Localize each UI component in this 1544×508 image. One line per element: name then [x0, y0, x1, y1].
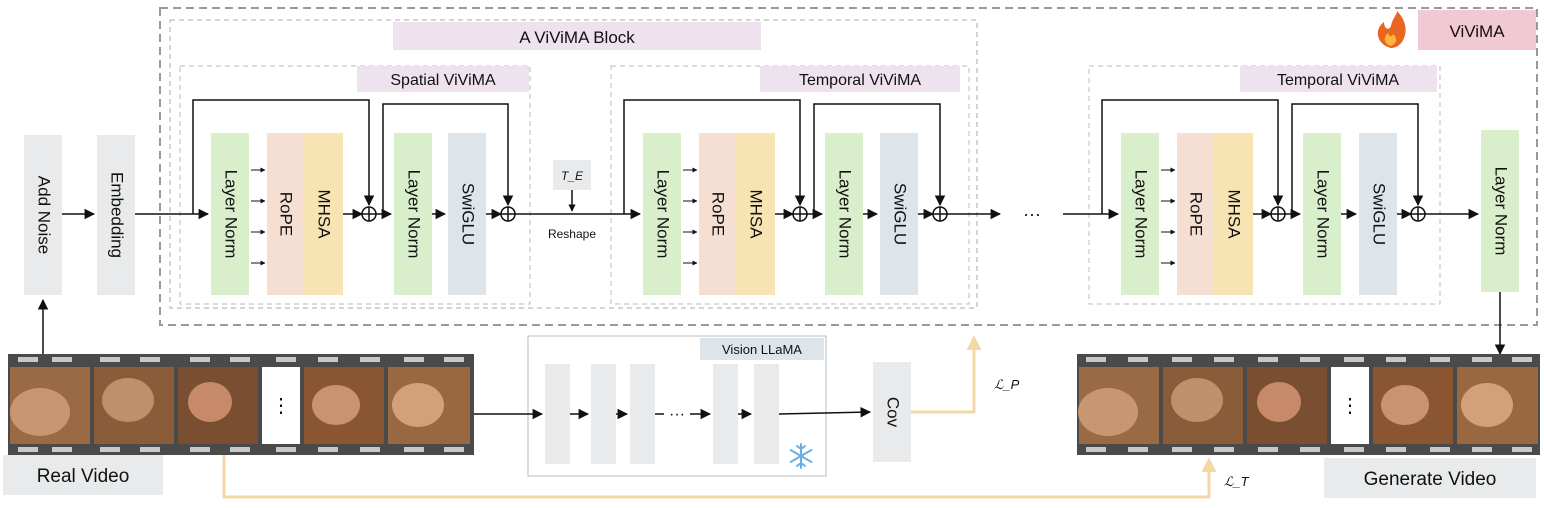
block-title: A ViViMA Block [519, 28, 635, 47]
loss-p-label: ℒ_P [994, 377, 1020, 392]
temporal2-rope-label: RoPE [1187, 192, 1206, 236]
real-video-filmstrip: ⋮ [8, 354, 474, 455]
temporal1-title: Temporal ViViMA [799, 72, 921, 89]
real-video-label: Real Video [37, 466, 130, 487]
cov-label: Cov [884, 397, 903, 428]
embedding-box [97, 135, 135, 295]
vision-llama-arrows [474, 406, 872, 420]
final-layer-norm [1481, 130, 1519, 292]
vision-llama-title-box [700, 338, 824, 360]
add-node-3 [792, 206, 808, 222]
blocks-ellipsis: ··· [1023, 204, 1041, 224]
add-node-2 [500, 206, 516, 222]
cov-box [873, 362, 911, 462]
temporal1-layer-norm-1-label: Layer Norm [654, 170, 673, 259]
add-noise-box [24, 135, 62, 295]
spatial-layer-norm-1 [211, 133, 249, 295]
spatial-layer-norm-2 [394, 133, 432, 295]
generate-video-filmstrip: ⋮ [1077, 354, 1540, 455]
add-node-5 [1270, 206, 1286, 222]
temporal2-rope [1177, 133, 1214, 295]
temporal1-title-box [760, 66, 960, 92]
te-box [553, 160, 591, 190]
temporal1-layer-norm-2-label: Layer Norm [836, 170, 855, 259]
loss-t-label: ℒ_T [1224, 474, 1250, 489]
temporal2-mhsa-label: MHSA [1225, 189, 1244, 239]
spatial-small-arrows [251, 167, 266, 266]
spatial-frame [179, 65, 531, 305]
reshape-label: Reshape [548, 227, 596, 241]
add-nodes [361, 206, 1426, 222]
vivima-block-frame [169, 19, 978, 309]
vision-llama-ellipsis: ··· [669, 406, 685, 423]
temporal1-layer-norm-2 [825, 133, 863, 295]
real-video-label-box [3, 455, 163, 495]
vivima-label: ViViMA [1449, 22, 1505, 41]
real-frame-ellipsis: ⋮ [271, 395, 291, 417]
spatial-layer-norm-2-label: Layer Norm [405, 170, 424, 259]
temporal2-layer-norm-2-label: Layer Norm [1314, 170, 1333, 259]
generated-frame-ellipsis: ⋮ [1340, 395, 1360, 417]
generate-video-label: Generate Video [1364, 469, 1497, 490]
temporal2-layer-norm-1 [1121, 133, 1159, 295]
residual-connections [192, 99, 1424, 214]
spatial-layer-norm-1-label: Layer Norm [222, 170, 241, 259]
temporal2-mhsa [1214, 133, 1253, 295]
vivima-outer-frame [159, 7, 1538, 326]
vivima-badge [1418, 10, 1536, 50]
temporal1-small-arrows [683, 167, 698, 266]
spatial-mhsa [304, 133, 343, 295]
temporal1-rope-label: RoPE [709, 192, 728, 236]
spatial-title: Spatial ViViMA [390, 72, 496, 89]
final-layer-norm-label: Layer Norm [1492, 167, 1511, 256]
spatial-rope-label: RoPE [277, 192, 296, 236]
add-node-1 [361, 206, 377, 222]
vision-llama-title: Vision LLaMA [722, 342, 802, 357]
add-noise-label: Add Noise [35, 176, 54, 254]
spatial-title-box [357, 66, 529, 92]
temporal2-small-arrows [1161, 167, 1176, 266]
spatial-swiglu [448, 133, 486, 295]
temporal2-layer-norm-2 [1303, 133, 1341, 295]
temporal2-swiglu-label: SwiGLU [1370, 183, 1389, 245]
temporal1-swiglu-label: SwiGLU [891, 183, 910, 245]
embedding-label: Embedding [108, 172, 127, 258]
snowflake-icon [789, 443, 813, 469]
temporal1-rope [699, 133, 736, 295]
temporal2-swiglu [1359, 133, 1397, 295]
temporal2-layer-norm-1-label: Layer Norm [1132, 170, 1151, 259]
temporal2-title: Temporal ViViMA [1277, 72, 1399, 89]
add-node-6 [1410, 206, 1426, 222]
spatial-mhsa-label: MHSA [315, 189, 334, 239]
generate-video-label-box [1324, 458, 1536, 498]
temporal1-layer-norm-1 [643, 133, 681, 295]
add-node-4 [932, 206, 948, 222]
temporal1-swiglu [880, 133, 918, 295]
temporal1-mhsa [736, 133, 775, 295]
vision-llama-layers [545, 364, 779, 464]
flame-icon [1377, 11, 1406, 48]
loss-arrows [222, 335, 1217, 499]
te-label: T_E [561, 169, 584, 183]
spatial-rope [267, 133, 304, 295]
temporal1-frame [610, 65, 970, 305]
temporal1-mhsa-label: MHSA [747, 189, 766, 239]
temporal2-title-box [1240, 66, 1437, 92]
block-title-box [393, 22, 761, 50]
spatial-swiglu-label: SwiGLU [459, 183, 478, 245]
